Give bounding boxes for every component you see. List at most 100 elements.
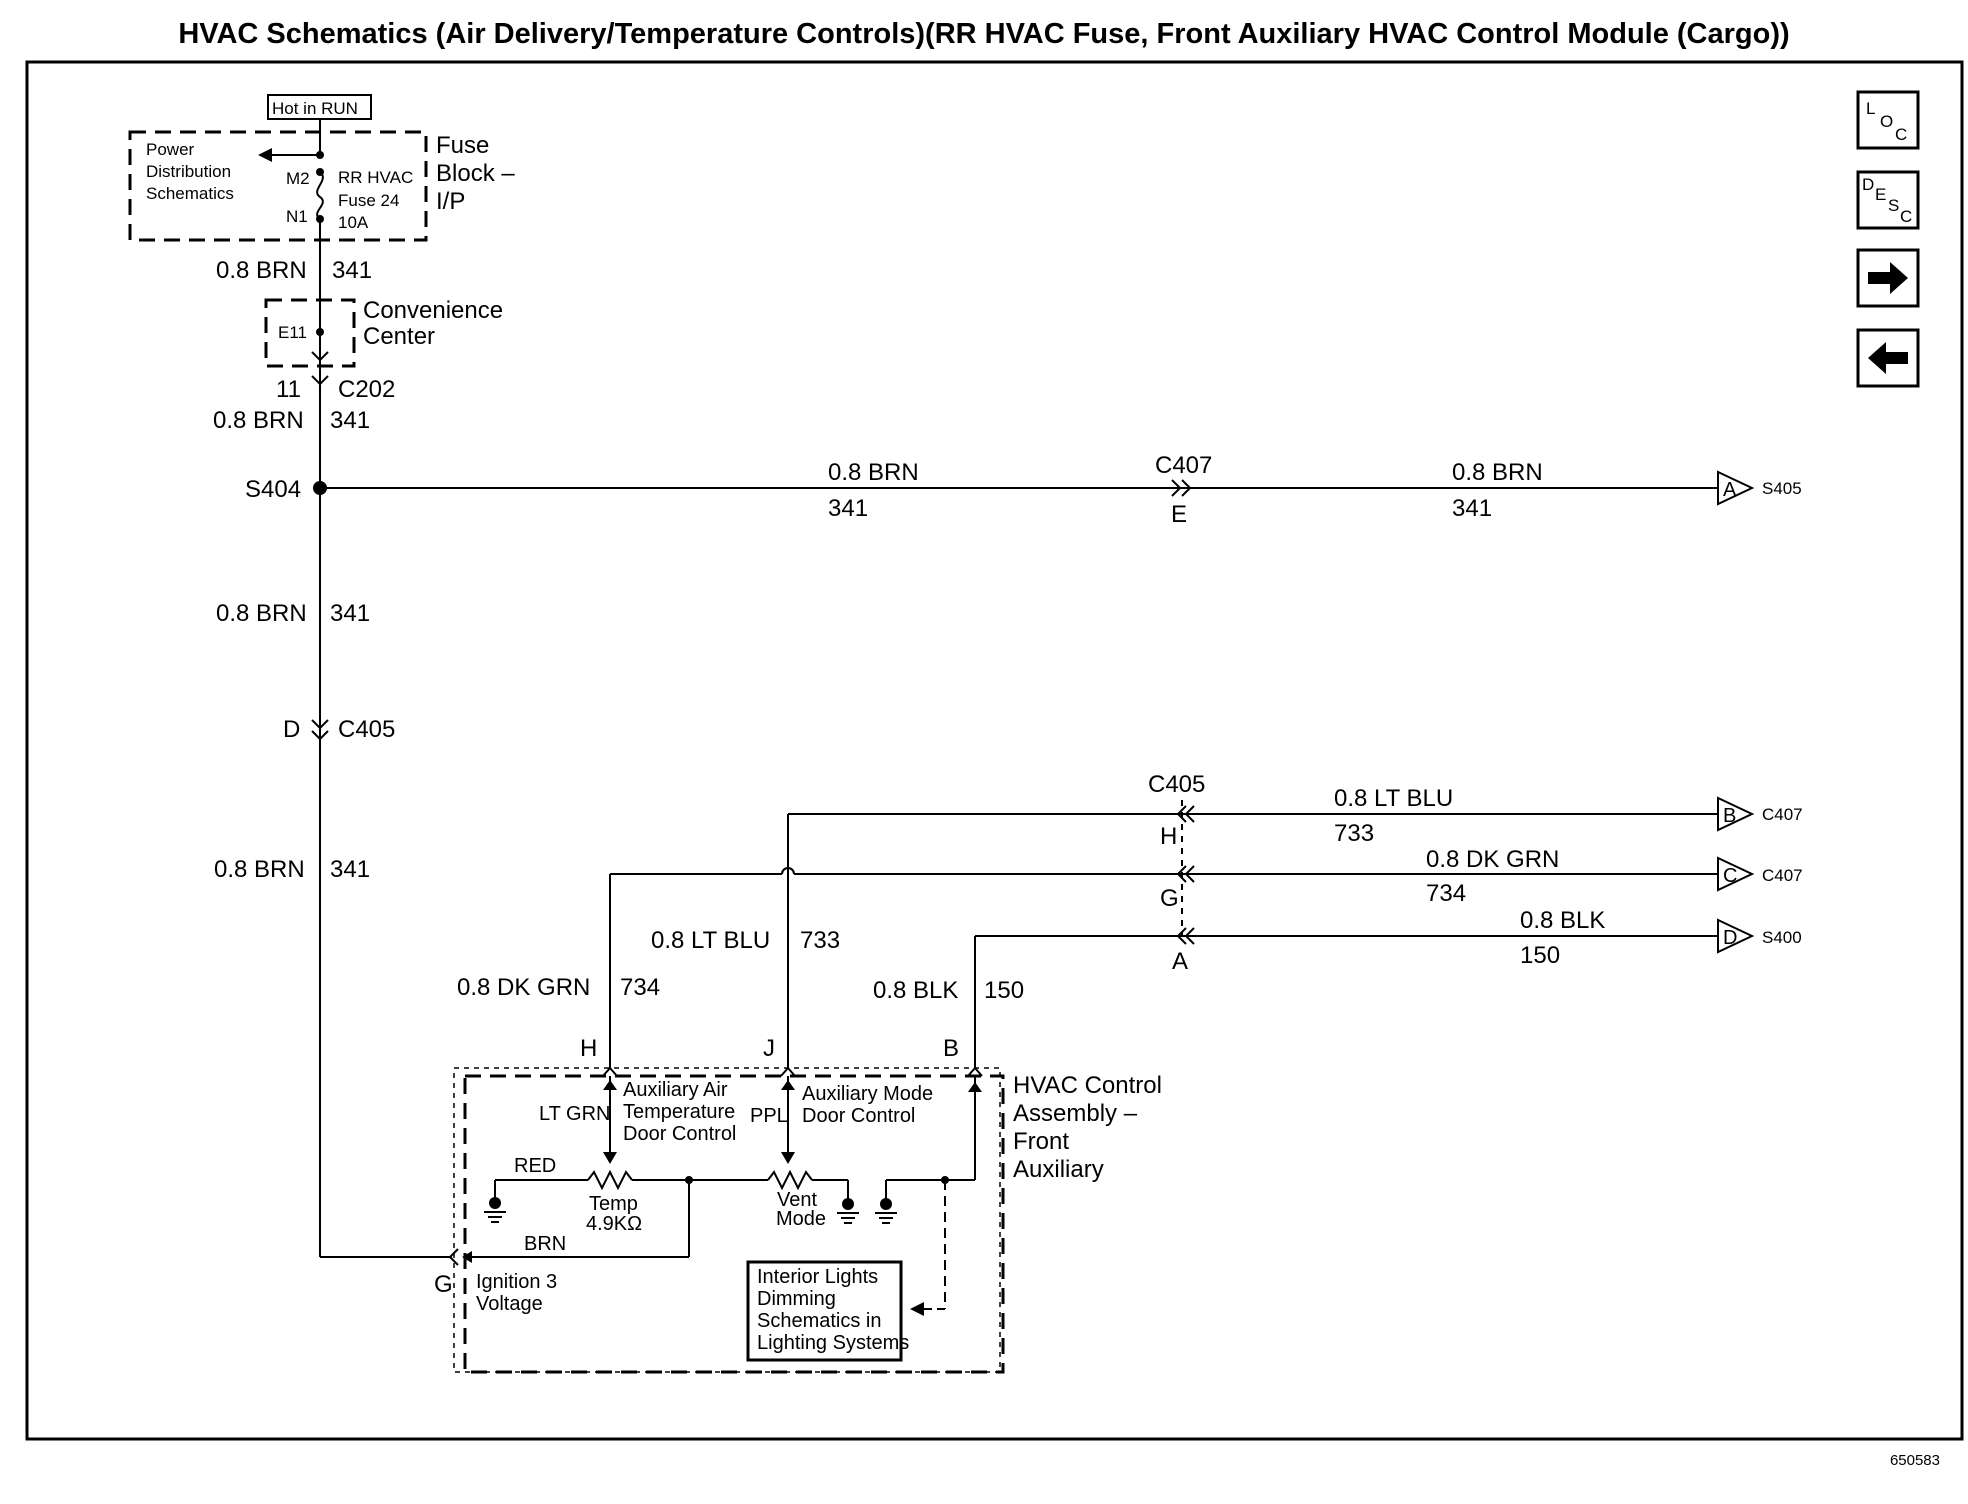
wire-733-size-h: 0.8 LT BLU bbox=[1334, 785, 1453, 812]
module-pin-j: J bbox=[763, 1035, 775, 1062]
ground-icon bbox=[875, 1198, 897, 1224]
fuse-label-line-2: Fuse 24 bbox=[338, 191, 399, 210]
wire-341-size-h2: 0.8 BRN bbox=[1452, 459, 1543, 486]
offpage-a-label: S405 bbox=[1762, 479, 1802, 498]
wire-341-size-h1: 0.8 BRN bbox=[828, 459, 919, 486]
vent-resistor-icon bbox=[767, 1169, 813, 1191]
desc-glyph-d: D bbox=[1862, 175, 1874, 194]
c405-right-label: C405 bbox=[1148, 771, 1205, 798]
loc-glyph-l: L bbox=[1866, 99, 1875, 118]
module-pin-g: G bbox=[434, 1271, 453, 1298]
fuse-block-label-2: Block – bbox=[436, 160, 515, 187]
desc-glyph-s: S bbox=[1888, 196, 1899, 215]
pin-m2: M2 bbox=[286, 169, 310, 188]
wire-733-num-v: 733 bbox=[800, 927, 840, 954]
ignition-label-1: Ignition 3 bbox=[476, 1271, 557, 1293]
c405-right-pin-a: A bbox=[1172, 948, 1188, 975]
s404-label: S404 bbox=[245, 476, 301, 503]
interior-lights-link[interactable]: Interior Lights Dimming Schematics in Li… bbox=[746, 1260, 909, 1362]
c202-pin: 11 bbox=[276, 376, 301, 403]
arrow-left-icon bbox=[1868, 342, 1908, 374]
wire-341-size-1: 0.8 BRN bbox=[216, 257, 307, 284]
fuse-block-label-3: I/P bbox=[436, 188, 465, 215]
power-dist-line-2: Distribution bbox=[146, 162, 231, 181]
desc-button[interactable]: D E S C bbox=[1856, 170, 1920, 230]
figure-id: 650583 bbox=[1889, 1452, 1940, 1469]
wire-734-num-v: 734 bbox=[620, 974, 660, 1001]
wire-734-size-h: 0.8 DK GRN bbox=[1426, 846, 1559, 873]
power-dist-line-1: Power bbox=[146, 140, 195, 159]
page-title: HVAC Schematics (Air Delivery/Temperatur… bbox=[178, 18, 1790, 50]
diagram-border bbox=[25, 60, 1964, 1441]
offpage-connector-d[interactable]: D bbox=[1717, 918, 1755, 954]
c407-pin-e: E bbox=[1171, 501, 1187, 528]
c405-main-pin-d: D bbox=[283, 716, 300, 743]
fuse-block-label-1: Fuse bbox=[436, 132, 489, 159]
module-label-3: Front bbox=[1013, 1128, 1069, 1155]
air-temp-label-1: Auxiliary Air bbox=[623, 1079, 728, 1101]
offpage-connector-c[interactable]: C bbox=[1717, 856, 1755, 892]
wire-341-size-3: 0.8 BRN bbox=[216, 600, 307, 627]
offpage-a-letter: A bbox=[1723, 479, 1737, 501]
wire-734-size-v: 0.8 DK GRN bbox=[457, 974, 590, 1001]
ground-icon bbox=[837, 1198, 859, 1224]
lt-grn-label: LT GRN bbox=[539, 1103, 611, 1125]
offpage-connector-b[interactable]: B bbox=[1717, 796, 1755, 832]
temp-label-2: 4.9KΩ bbox=[586, 1213, 642, 1235]
wire-734-num-h: 734 bbox=[1426, 880, 1466, 907]
wire-150-num-h: 150 bbox=[1520, 942, 1560, 969]
c405-right-pin-h: H bbox=[1160, 823, 1177, 850]
loc-glyph-o: O bbox=[1880, 112, 1893, 131]
ground-icon bbox=[484, 1197, 506, 1223]
loc-glyph-c: C bbox=[1895, 125, 1907, 144]
mode-label-1: Auxiliary Mode bbox=[802, 1083, 933, 1105]
wire-341-num-h1: 341 bbox=[828, 495, 868, 522]
wire-341-num-1: 341 bbox=[332, 257, 372, 284]
power-dist-line-3: Schematics bbox=[146, 184, 234, 203]
offpage-b-letter: B bbox=[1723, 805, 1736, 827]
prev-button[interactable] bbox=[1856, 328, 1920, 388]
ignition-label-2: Voltage bbox=[476, 1293, 543, 1315]
brn-wire-label: BRN bbox=[524, 1233, 566, 1255]
module-pin-b: B bbox=[943, 1035, 959, 1062]
interior-label-1: Interior Lights bbox=[757, 1266, 878, 1288]
interior-label-2: Dimming bbox=[757, 1288, 836, 1310]
air-temp-label-2: Temperature bbox=[623, 1101, 735, 1123]
module-label-4: Auxiliary bbox=[1013, 1156, 1104, 1183]
desc-glyph-e: E bbox=[1875, 185, 1886, 204]
fuse-label-line-3: 10A bbox=[338, 213, 369, 232]
module-label-2: Assembly – bbox=[1013, 1100, 1138, 1127]
module-inner-box bbox=[463, 1074, 1005, 1374]
desc-glyph-c: C bbox=[1900, 207, 1912, 226]
arrow-left-icon bbox=[258, 148, 272, 162]
convenience-pin-e11: E11 bbox=[278, 323, 307, 342]
pin-n1: N1 bbox=[286, 207, 308, 226]
offpage-d-letter: D bbox=[1723, 927, 1737, 949]
offpage-b-label: C407 bbox=[1762, 805, 1803, 824]
offpage-d-label: S400 bbox=[1762, 928, 1802, 947]
loc-button[interactable]: L O C bbox=[1856, 90, 1920, 150]
vent-label-2: Mode bbox=[776, 1208, 826, 1230]
temp-resistor-icon bbox=[587, 1169, 633, 1191]
c202-label: C202 bbox=[338, 376, 395, 403]
offpage-connector-a[interactable]: A bbox=[1717, 470, 1755, 506]
interior-label-3: Schematics in bbox=[757, 1310, 882, 1332]
module-label-1: HVAC Control bbox=[1013, 1072, 1162, 1099]
fuse-block-box bbox=[128, 130, 428, 242]
temp-label-1: Temp bbox=[589, 1193, 638, 1215]
offpage-c-letter: C bbox=[1723, 865, 1737, 887]
wire-341-num-3: 341 bbox=[330, 600, 370, 627]
hot-in-run-label: Hot in RUN bbox=[272, 99, 358, 118]
fuse-label-line-1: RR HVAC bbox=[338, 168, 413, 187]
next-button[interactable] bbox=[1856, 248, 1920, 308]
convenience-label-2: Center bbox=[363, 323, 435, 350]
convenience-label-1: Convenience bbox=[363, 297, 503, 324]
fuse-symbol bbox=[316, 171, 324, 220]
wire-733-size-v: 0.8 LT BLU bbox=[651, 927, 770, 954]
mode-label-2: Door Control bbox=[802, 1105, 915, 1127]
offpage-c-label: C407 bbox=[1762, 866, 1803, 885]
arrow-right-icon bbox=[1868, 262, 1908, 294]
red-wire-label: RED bbox=[514, 1155, 556, 1177]
interior-label-4: Lighting Systems bbox=[757, 1332, 909, 1354]
